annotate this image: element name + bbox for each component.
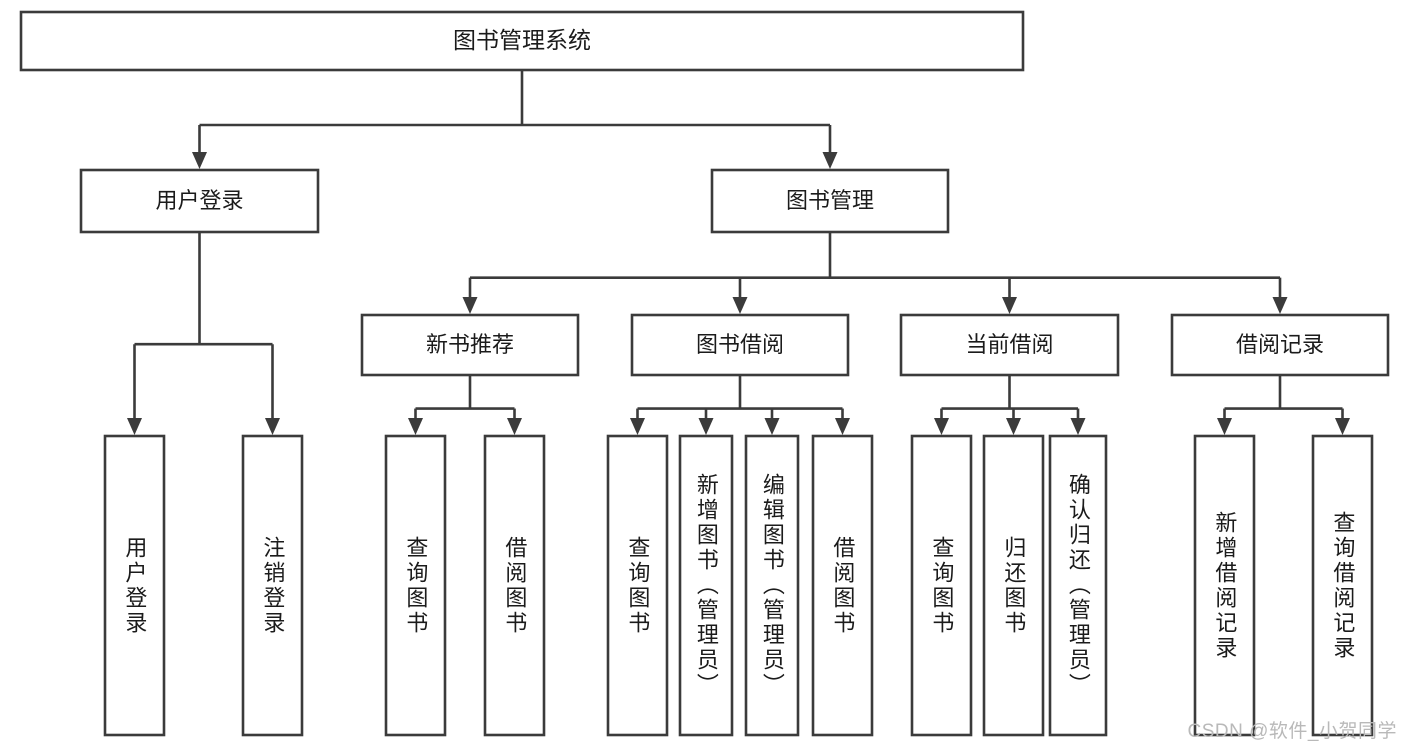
arrowhead-leaf-query-book-1	[408, 418, 423, 435]
arrowhead-leaf-query-book-2	[630, 418, 645, 435]
node-box-leaf-borrow-book-2[interactable]	[811, 434, 874, 737]
node-box-leaf-add-record[interactable]	[1193, 434, 1256, 737]
node-box-layer	[19, 10, 1390, 737]
node-box-leaf-borrow-book-1[interactable]	[483, 434, 546, 737]
node-box-leaf-query-record[interactable]	[1311, 434, 1374, 737]
node-label-borrow-record: 借阅记录	[1236, 332, 1324, 357]
arrowhead-leaf-query-record	[1335, 418, 1350, 435]
node-box-leaf-query-book-1[interactable]	[384, 434, 447, 737]
arrowhead-leaf-add-record	[1217, 418, 1232, 435]
node-box-current-borrow[interactable]	[899, 313, 1120, 377]
arrowhead-leaf-edit-book	[764, 418, 780, 435]
arrowhead-leaf-add-book	[698, 418, 714, 435]
arrowhead-leaf-user-login	[127, 418, 142, 435]
node-box-user-login[interactable]	[79, 168, 320, 234]
watermark-text: CSDN @软件_小贺同学	[1187, 721, 1397, 742]
node-box-book-mgmt[interactable]	[710, 168, 950, 234]
node-label-new-book-rec: 新书推荐	[426, 332, 514, 357]
node-label-current-borrow: 当前借阅	[965, 332, 1053, 357]
arrowhead-current-borrow	[1002, 297, 1017, 314]
arrowhead-leaf-confirm-return	[1070, 418, 1086, 435]
arrowhead-book-borrow	[732, 297, 748, 314]
arrowhead-leaf-borrow-book-1	[507, 418, 522, 435]
node-box-book-borrow[interactable]	[630, 313, 850, 377]
node-label-user-login: 用户登录	[155, 188, 243, 213]
node-label-book-mgmt: 图书管理	[786, 188, 874, 213]
node-box-leaf-confirm-return[interactable]	[1048, 434, 1108, 737]
node-box-leaf-query-book-3[interactable]	[910, 434, 973, 737]
arrowhead-book-mgmt	[822, 152, 838, 169]
arrowhead-leaf-borrow-book-2	[835, 418, 850, 435]
node-label-book-borrow: 图书借阅	[696, 332, 784, 357]
node-label-root: 图书管理系统	[453, 27, 591, 53]
node-box-leaf-add-book[interactable]	[678, 434, 734, 737]
node-box-leaf-return-book[interactable]	[982, 434, 1045, 737]
arrowhead-new-book-rec	[462, 297, 478, 314]
node-box-leaf-user-login[interactable]	[103, 434, 166, 737]
arrowhead-leaf-return-book	[1006, 418, 1021, 435]
node-box-root[interactable]	[19, 10, 1025, 72]
node-box-leaf-edit-book[interactable]	[744, 434, 800, 737]
arrowhead-leaf-user-logout	[265, 418, 280, 435]
node-box-borrow-record[interactable]	[1170, 313, 1390, 377]
connector-layer	[127, 70, 1350, 435]
arrowhead-leaf-query-book-3	[934, 418, 949, 435]
arrowhead-borrow-record	[1272, 297, 1288, 314]
arrowhead-user-login	[192, 152, 207, 169]
node-box-leaf-query-book-2[interactable]	[606, 434, 669, 737]
node-box-leaf-user-logout[interactable]	[241, 434, 304, 737]
node-box-new-book-rec[interactable]	[360, 313, 580, 377]
